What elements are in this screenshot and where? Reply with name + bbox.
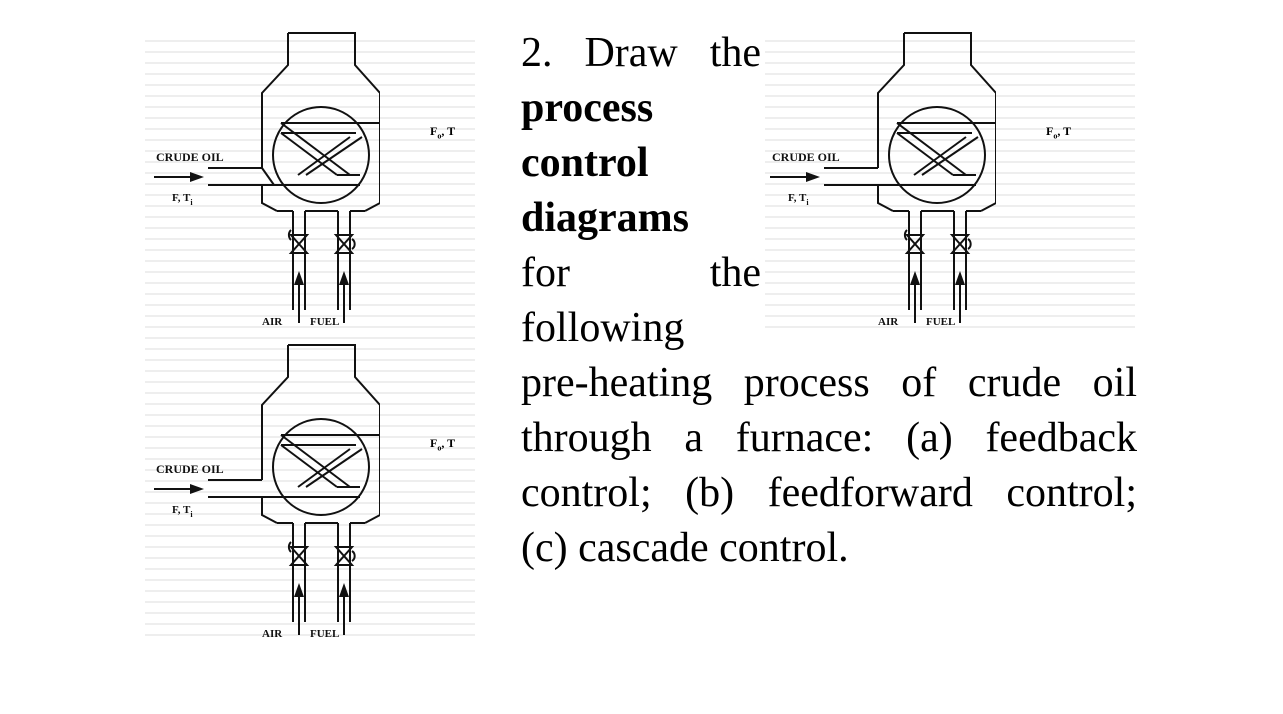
furnace-drawing: CRUDE OIL F, Ti F AIR FUEL — [154, 32, 380, 328]
crude-oil-label: CRUDE OIL — [156, 150, 224, 164]
furnace-diagram: CRUDE OIL F, Ti AIR FUEL — [766, 25, 996, 335]
outlet-label: Fo, T — [1046, 124, 1072, 141]
air-label: AIR — [262, 628, 283, 640]
outlet-label: Fo, T — [430, 124, 456, 141]
furnace-diagram: CRUDE OIL F, Ti F AIR FUEL — [150, 25, 380, 335]
air-valve-icon — [903, 229, 926, 254]
air-valve-icon — [287, 229, 310, 254]
fuel-label: FUEL — [310, 316, 339, 328]
outlet-label: Fo, T — [430, 436, 456, 453]
firebox-circle — [272, 106, 370, 204]
feed-label: F, Ti — [172, 192, 193, 207]
question-line: control — [521, 140, 649, 186]
fuel-label: FUEL — [926, 316, 955, 328]
question-line: (c) cascade control. — [521, 525, 849, 571]
crude-oil-label: CRUDE OIL — [772, 150, 840, 164]
question-line: 2. Draw the — [521, 30, 761, 76]
furnace-drawing: CRUDE OIL F, Ti AIR FUEL — [154, 344, 380, 640]
feed-label: F, Ti — [788, 192, 809, 207]
furnace-drawing: CRUDE OIL F, Ti AIR FUEL — [770, 32, 996, 328]
air-label: AIR — [262, 316, 283, 328]
furnace-wall-left-low — [261, 185, 278, 212]
question-text-narrow: 2. Draw the process control diagrams for… — [521, 26, 761, 356]
question-line: following — [521, 305, 685, 351]
furnace-diagram: CRUDE OIL F, Ti AIR FUEL — [150, 337, 380, 647]
fuel-valve-icon — [949, 234, 972, 254]
crude-oil-label: CRUDE OIL — [156, 462, 224, 476]
fuel-valve-icon — [333, 234, 356, 254]
air-label: AIR — [878, 316, 899, 328]
fuel-label: FUEL — [310, 628, 339, 640]
question-line: control; (b) feedforward control; — [521, 470, 1137, 516]
question-line: for the — [521, 250, 761, 296]
fuel-valve-icon — [333, 546, 356, 566]
furnace-stack-right — [288, 32, 380, 212]
question-number: 2. — [521, 30, 553, 76]
question-line: pre-heating process of crude oil — [521, 360, 1137, 406]
question-line: through a furnace: (a) feedback — [521, 415, 1137, 461]
feed-label: F, Ti — [172, 504, 193, 519]
furnace-stack-left — [261, 33, 289, 168]
question-line: process — [521, 85, 654, 131]
question-line: diagrams — [521, 195, 689, 241]
question-text-wide: pre-heating process of crude oil through… — [521, 356, 1137, 576]
air-valve-icon — [287, 541, 310, 566]
